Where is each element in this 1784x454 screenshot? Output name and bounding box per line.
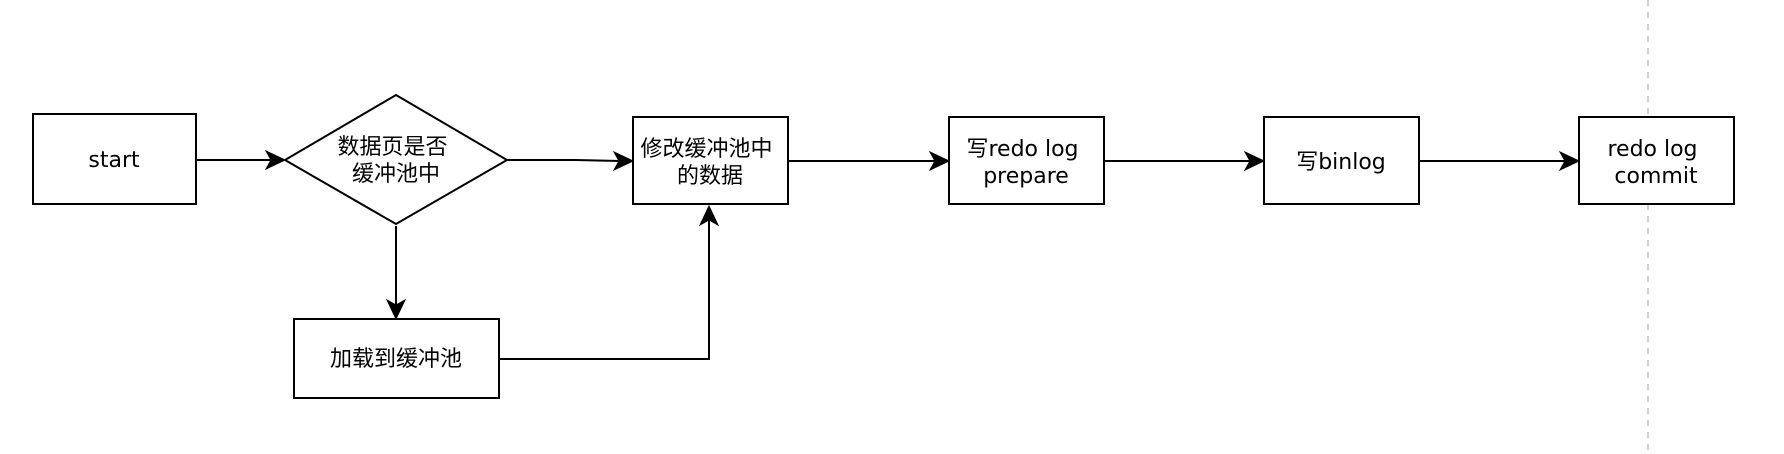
edge-modify-to-redo-prepare-arrow [928, 150, 951, 172]
node-load-line-1: 加载到缓冲池 [330, 347, 462, 372]
node-binlog[interactable]: 写binlog [1263, 116, 1420, 205]
edge-load-to-modify-line [499, 218, 710, 360]
node-start-box [32, 113, 197, 205]
node-start-line-1: start [88, 148, 140, 173]
node-modify[interactable]: 修改缓冲池中 的数据 [632, 116, 789, 205]
node-load-label: 加载到缓冲池 [330, 347, 462, 372]
node-decision-line-2: 缓冲池中 [352, 162, 440, 187]
node-binlog-line-1: 写binlog [1296, 150, 1386, 175]
node-redo-commit-line-2: commit [1614, 164, 1698, 189]
edge-modify-to-redo-prepare [788, 150, 951, 172]
node-decision-label: 数据页是否 缓冲池中 [337, 135, 454, 187]
node-redo-commit[interactable]: redo log commit [1578, 116, 1735, 205]
node-load[interactable]: 加载到缓冲池 [293, 318, 500, 399]
edge-decision-to-modify-arrow [612, 150, 635, 172]
edge-load-to-modify-arrow [698, 204, 720, 227]
edge-redo-prepare-to-binlog [1104, 150, 1266, 172]
edge-decision-to-modify [507, 150, 635, 172]
node-redo-prepare-line-1: 写redo log [966, 137, 1078, 162]
edge-redo-prepare-to-binlog-arrow [1243, 150, 1266, 172]
node-decision-diamond [283, 93, 509, 226]
node-start-label: start [88, 148, 140, 173]
node-modify-line-1: 修改缓冲池中 [640, 137, 772, 162]
edge-start-to-decision-arrow [264, 149, 287, 171]
node-redo-prepare-line-2: prepare [983, 164, 1069, 189]
node-decision-line-1: 数据页是否 [337, 135, 447, 160]
node-redo-prepare-label: 写redo log prepare [966, 137, 1085, 189]
node-redo-commit-label: redo log commit [1607, 137, 1704, 189]
edge-load-to-modify [499, 204, 720, 360]
node-decision[interactable]: 数据页是否 缓冲池中 [283, 93, 509, 226]
edge-binlog-to-redo-commit-arrow [1558, 150, 1581, 172]
node-redo-commit-line-1: redo log [1607, 137, 1697, 162]
node-modify-line-2: 的数据 [677, 164, 743, 189]
edge-decision-to-load [385, 226, 407, 321]
node-start[interactable]: start [32, 113, 197, 205]
edge-start-to-decision [196, 149, 287, 171]
edge-decision-to-modify-line [507, 159, 621, 162]
edge-binlog-to-redo-commit [1419, 150, 1581, 172]
node-binlog-label: 写binlog [1296, 150, 1386, 175]
edge-decision-to-load-arrow [385, 298, 407, 321]
node-modify-label: 修改缓冲池中 的数据 [640, 137, 779, 189]
node-redo-prepare[interactable]: 写redo log prepare [948, 116, 1105, 205]
